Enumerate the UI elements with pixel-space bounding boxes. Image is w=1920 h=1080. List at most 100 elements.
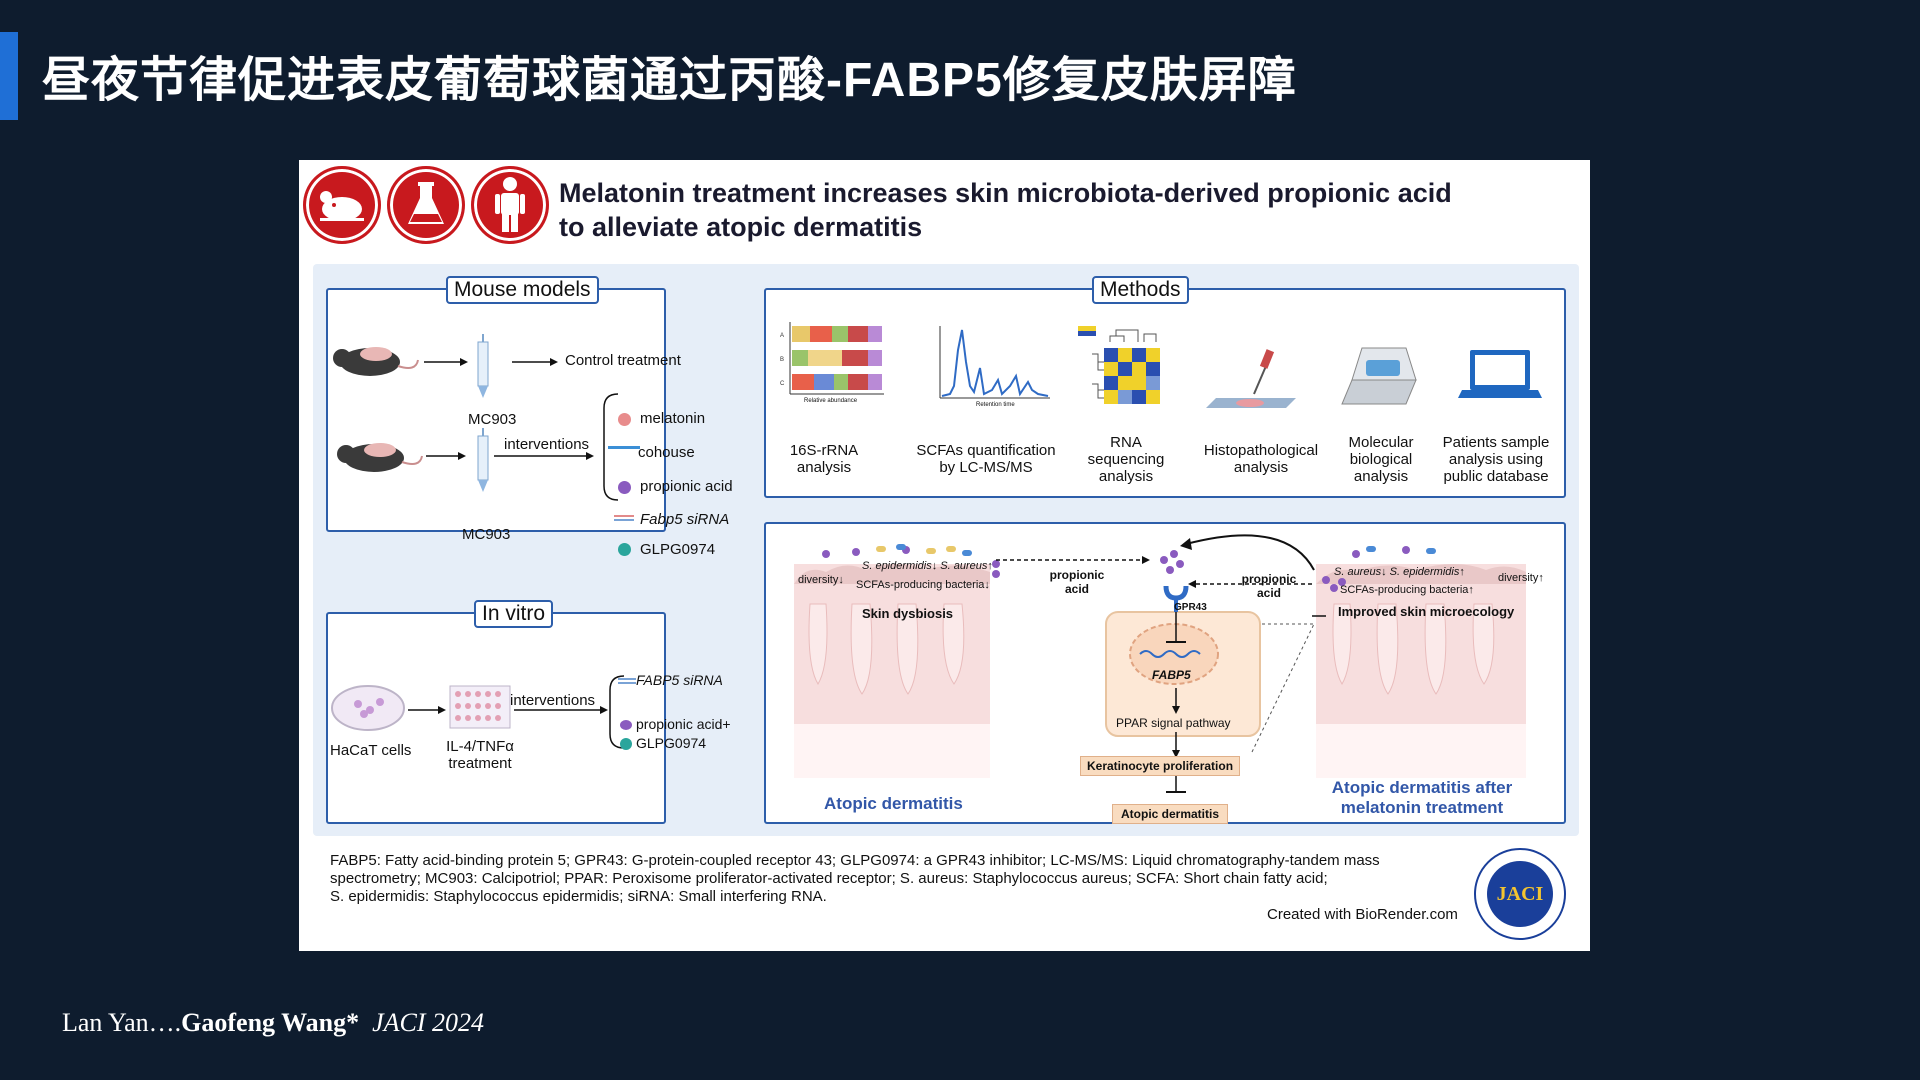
methods-label: Methods: [1092, 276, 1189, 304]
footnote-line3: S. epidermidis: Staphylococcus epidermid…: [330, 888, 827, 905]
in-vitro-propionic-dot: [620, 720, 632, 730]
keratinocyte-proliferation: Keratinocyte proliferation: [1080, 756, 1241, 776]
abstract-title: Melatonin treatment increases skin micro…: [559, 176, 1569, 244]
syringe-icon-2: [477, 428, 489, 492]
title-accent-bar: [0, 32, 18, 120]
method-histo-line1: Histopathological: [1203, 442, 1319, 459]
left-state: Skin dysbiosis: [862, 606, 954, 621]
mechanism-diagram: [794, 534, 1526, 793]
method-16s-line2: analysis: [796, 459, 852, 476]
cohouse-line: [608, 446, 640, 449]
left-scfa: SCFAs-producing bacteria↓: [856, 579, 990, 591]
propionic-left-label: propionic acid: [1042, 568, 1112, 596]
in-vitro-glpg0974: GLPG0974: [636, 735, 707, 751]
skin-section-right: [1316, 546, 1526, 778]
jaci-logo-text: JACI: [1487, 861, 1553, 927]
method-scfas: SCFAs quantification by LC-MS/MS: [906, 442, 1066, 476]
pcr-machine-icon: [1341, 347, 1417, 405]
heatmap-icon: [1078, 326, 1160, 404]
citation-prefix: Lan Yan….: [62, 1008, 182, 1037]
mouse-models-diagram: [333, 334, 619, 501]
method-16s-line1: 16S-rRNA: [789, 442, 859, 459]
abbreviations-footnote: FABP5: Fatty acid-binding protein 5; GPR…: [330, 852, 1480, 906]
svg-text:B: B: [780, 357, 784, 363]
citation: Lan Yan….Gaofeng Wang* JACI 2024: [62, 1008, 484, 1038]
hacat-cells-label: HaCaT cells: [330, 742, 412, 759]
glpg0974-dot: [618, 543, 631, 556]
sirna-icon: [614, 515, 634, 521]
in-vitro-propionic-acid: propionic acid+: [636, 716, 731, 732]
propionic-left-2: acid: [1064, 582, 1089, 596]
right-caption-2: melatonin treatment: [1340, 798, 1504, 817]
method-rna-seq: RNA sequencing analysis: [1076, 434, 1176, 485]
method-rna-line2: sequencing: [1087, 451, 1165, 468]
method-mol-line1: Molecular: [1348, 434, 1414, 451]
intervention-propionic-acid: propionic acid: [640, 478, 733, 495]
treatment-line2: treatment: [448, 755, 512, 772]
method-molecular: Molecular biological analysis: [1336, 434, 1426, 485]
footnote-line2: spectrometry; MC903: Calcipotriol; PPAR:…: [330, 870, 1328, 887]
in-vitro-fabp5-sirna: FABP5 siRNA: [636, 672, 723, 688]
method-16s-rrna: 16S-rRNA analysis: [774, 442, 874, 476]
citation-journal: JACI 2024: [372, 1008, 485, 1037]
interventions-label: interventions: [504, 436, 590, 453]
left-s-epidermidis: S. epidermidis↓ S. aureus↑: [862, 560, 993, 572]
chart-axis-retention-time: Retention time: [976, 402, 1015, 408]
gpr43-label: GPR43: [1174, 602, 1207, 613]
method-mol-line3: analysis: [1353, 468, 1409, 485]
slide-title: 昼夜节律促进表皮葡萄球菌通过丙酸-FABP5修复皮肤屏障: [42, 54, 1297, 107]
svg-text:C: C: [780, 381, 785, 387]
treatment-line1: IL-4/TNFα: [446, 738, 514, 755]
left-caption: Atopic dermatitis: [824, 794, 963, 813]
control-treatment-label: Control treatment: [565, 352, 681, 369]
intervention-melatonin: melatonin: [640, 410, 706, 427]
in-vitro-interventions-label: interventions: [510, 692, 596, 709]
fabp5-label: FABP5: [1152, 668, 1191, 682]
mechanism-panel: S. epidermidis↓ S. aureus↑ diversity↓ SC…: [764, 522, 1566, 824]
petri-dish-icon: [331, 685, 405, 731]
propionic-molecules-center: [1160, 550, 1184, 574]
mouse-icon: [303, 166, 381, 244]
mc903-label-1: MC903: [468, 411, 517, 428]
method-rna-line1: RNA: [1110, 434, 1142, 451]
treatment-label: IL-4/TNFα treatment: [440, 738, 520, 772]
propionic-left-1: propionic: [1049, 568, 1105, 582]
abstract-title-line1: Melatonin treatment increases skin micro…: [559, 178, 1452, 208]
right-diversity: diversity↑: [1498, 572, 1544, 584]
mouse-illustration-2: [337, 443, 423, 472]
chromatogram-icon: [939, 326, 1050, 399]
well-plate-icon: [449, 685, 511, 729]
microscope-slide-icon: [1206, 349, 1296, 408]
keratinocyte-cell: [1105, 611, 1261, 737]
right-scfa: SCFAs-producing bacteria↑: [1340, 584, 1474, 596]
human-icon: [471, 166, 549, 244]
method-scfas-line1: SCFAs quantification: [916, 442, 1056, 459]
method-pat-line3: public database: [1443, 468, 1549, 485]
intervention-fabp5-sirna: Fabp5 siRNA: [640, 511, 730, 528]
ppar-label: PPAR signal pathway: [1116, 716, 1231, 730]
fabp5-sirna-icon: [618, 678, 636, 684]
in-vitro-label: In vitro: [474, 600, 554, 628]
chart-axis-rel-abundance: Relative abundance: [804, 398, 858, 404]
intervention-cohouse: cohouse: [638, 444, 695, 461]
propionic-right-2: acid: [1256, 586, 1281, 600]
abstract-title-line2: to alleviate atopic dermatitis: [559, 212, 923, 242]
left-s-epidermidis-text: S. epidermidis↓: [862, 560, 938, 572]
methods-icons: ABC: [780, 322, 1542, 408]
jaci-logo: JACI: [1474, 848, 1566, 940]
syringe-icon-1: [477, 334, 489, 398]
propionic-right-1: propionic: [1241, 572, 1297, 586]
melatonin-dot: [618, 413, 631, 426]
method-patients: Patients sample analysis using public da…: [1434, 434, 1558, 485]
right-state: Improved skin microecology: [1338, 604, 1515, 619]
propionic-molecules-left: [992, 560, 1000, 578]
citation-author: Gaofeng Wang*: [181, 1008, 360, 1037]
left-diversity: diversity↓: [798, 574, 844, 586]
mouse-models-panel: Mouse models Control treatment MC903 int…: [326, 276, 733, 558]
graphical-abstract: Melatonin treatment increases skin micro…: [299, 160, 1590, 951]
header-icons: [303, 166, 549, 244]
method-pat-line1: Patients sample: [1442, 434, 1550, 451]
propionic-right-label: propionic acid: [1234, 572, 1304, 600]
mouse-models-label: Mouse models: [446, 276, 599, 304]
